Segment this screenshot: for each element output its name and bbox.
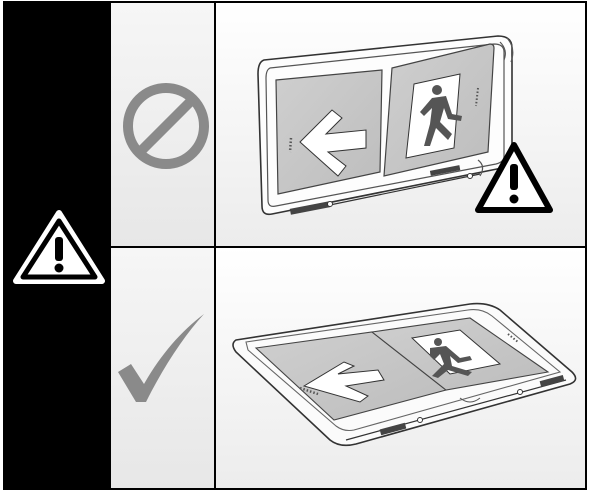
instruction-graphic bbox=[0, 0, 590, 491]
instruction-sheet bbox=[0, 0, 590, 491]
